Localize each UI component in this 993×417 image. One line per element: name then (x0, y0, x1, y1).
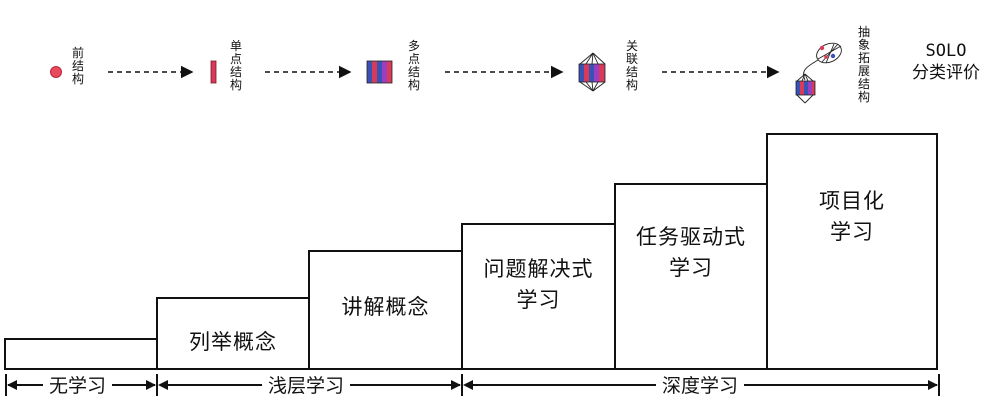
stage-label: 关联结构 (625, 39, 638, 92)
solo-heading: SOLO 分类评价 (903, 40, 989, 84)
level-surface-learning: 浅层学习 (262, 375, 351, 397)
step-box-explaining-concepts: 讲解概念 (308, 250, 463, 370)
stage-label: 单点结构 (229, 39, 242, 92)
step-box-listing-concepts: 列举概念 (156, 297, 310, 370)
level-no-learning: 无学习 (43, 375, 113, 397)
step-box-task-driven: 任务驱动式 学习 (614, 183, 768, 370)
stage-label: 前结构 (71, 46, 84, 86)
level-deep-learning: 深度学习 (656, 375, 745, 397)
step-label: 任务驱动式 学习 (636, 225, 746, 280)
solo-title: SOLO (925, 41, 967, 61)
step-label: 讲解概念 (341, 295, 430, 319)
stage-label: 多点结构 (407, 39, 420, 92)
step-box-0 (4, 338, 158, 370)
step-box-problem-solving: 问题解决式 学习 (461, 223, 616, 370)
step-label: 项目化 学习 (819, 189, 885, 244)
solo-subtitle: 分类评价 (912, 63, 980, 83)
step-label: 问题解决式 学习 (483, 257, 594, 312)
step-label: 列举概念 (189, 330, 277, 354)
stage-label: 抽象拓展结构 (857, 25, 870, 104)
step-box-project-based: 项目化 学习 (766, 133, 938, 370)
